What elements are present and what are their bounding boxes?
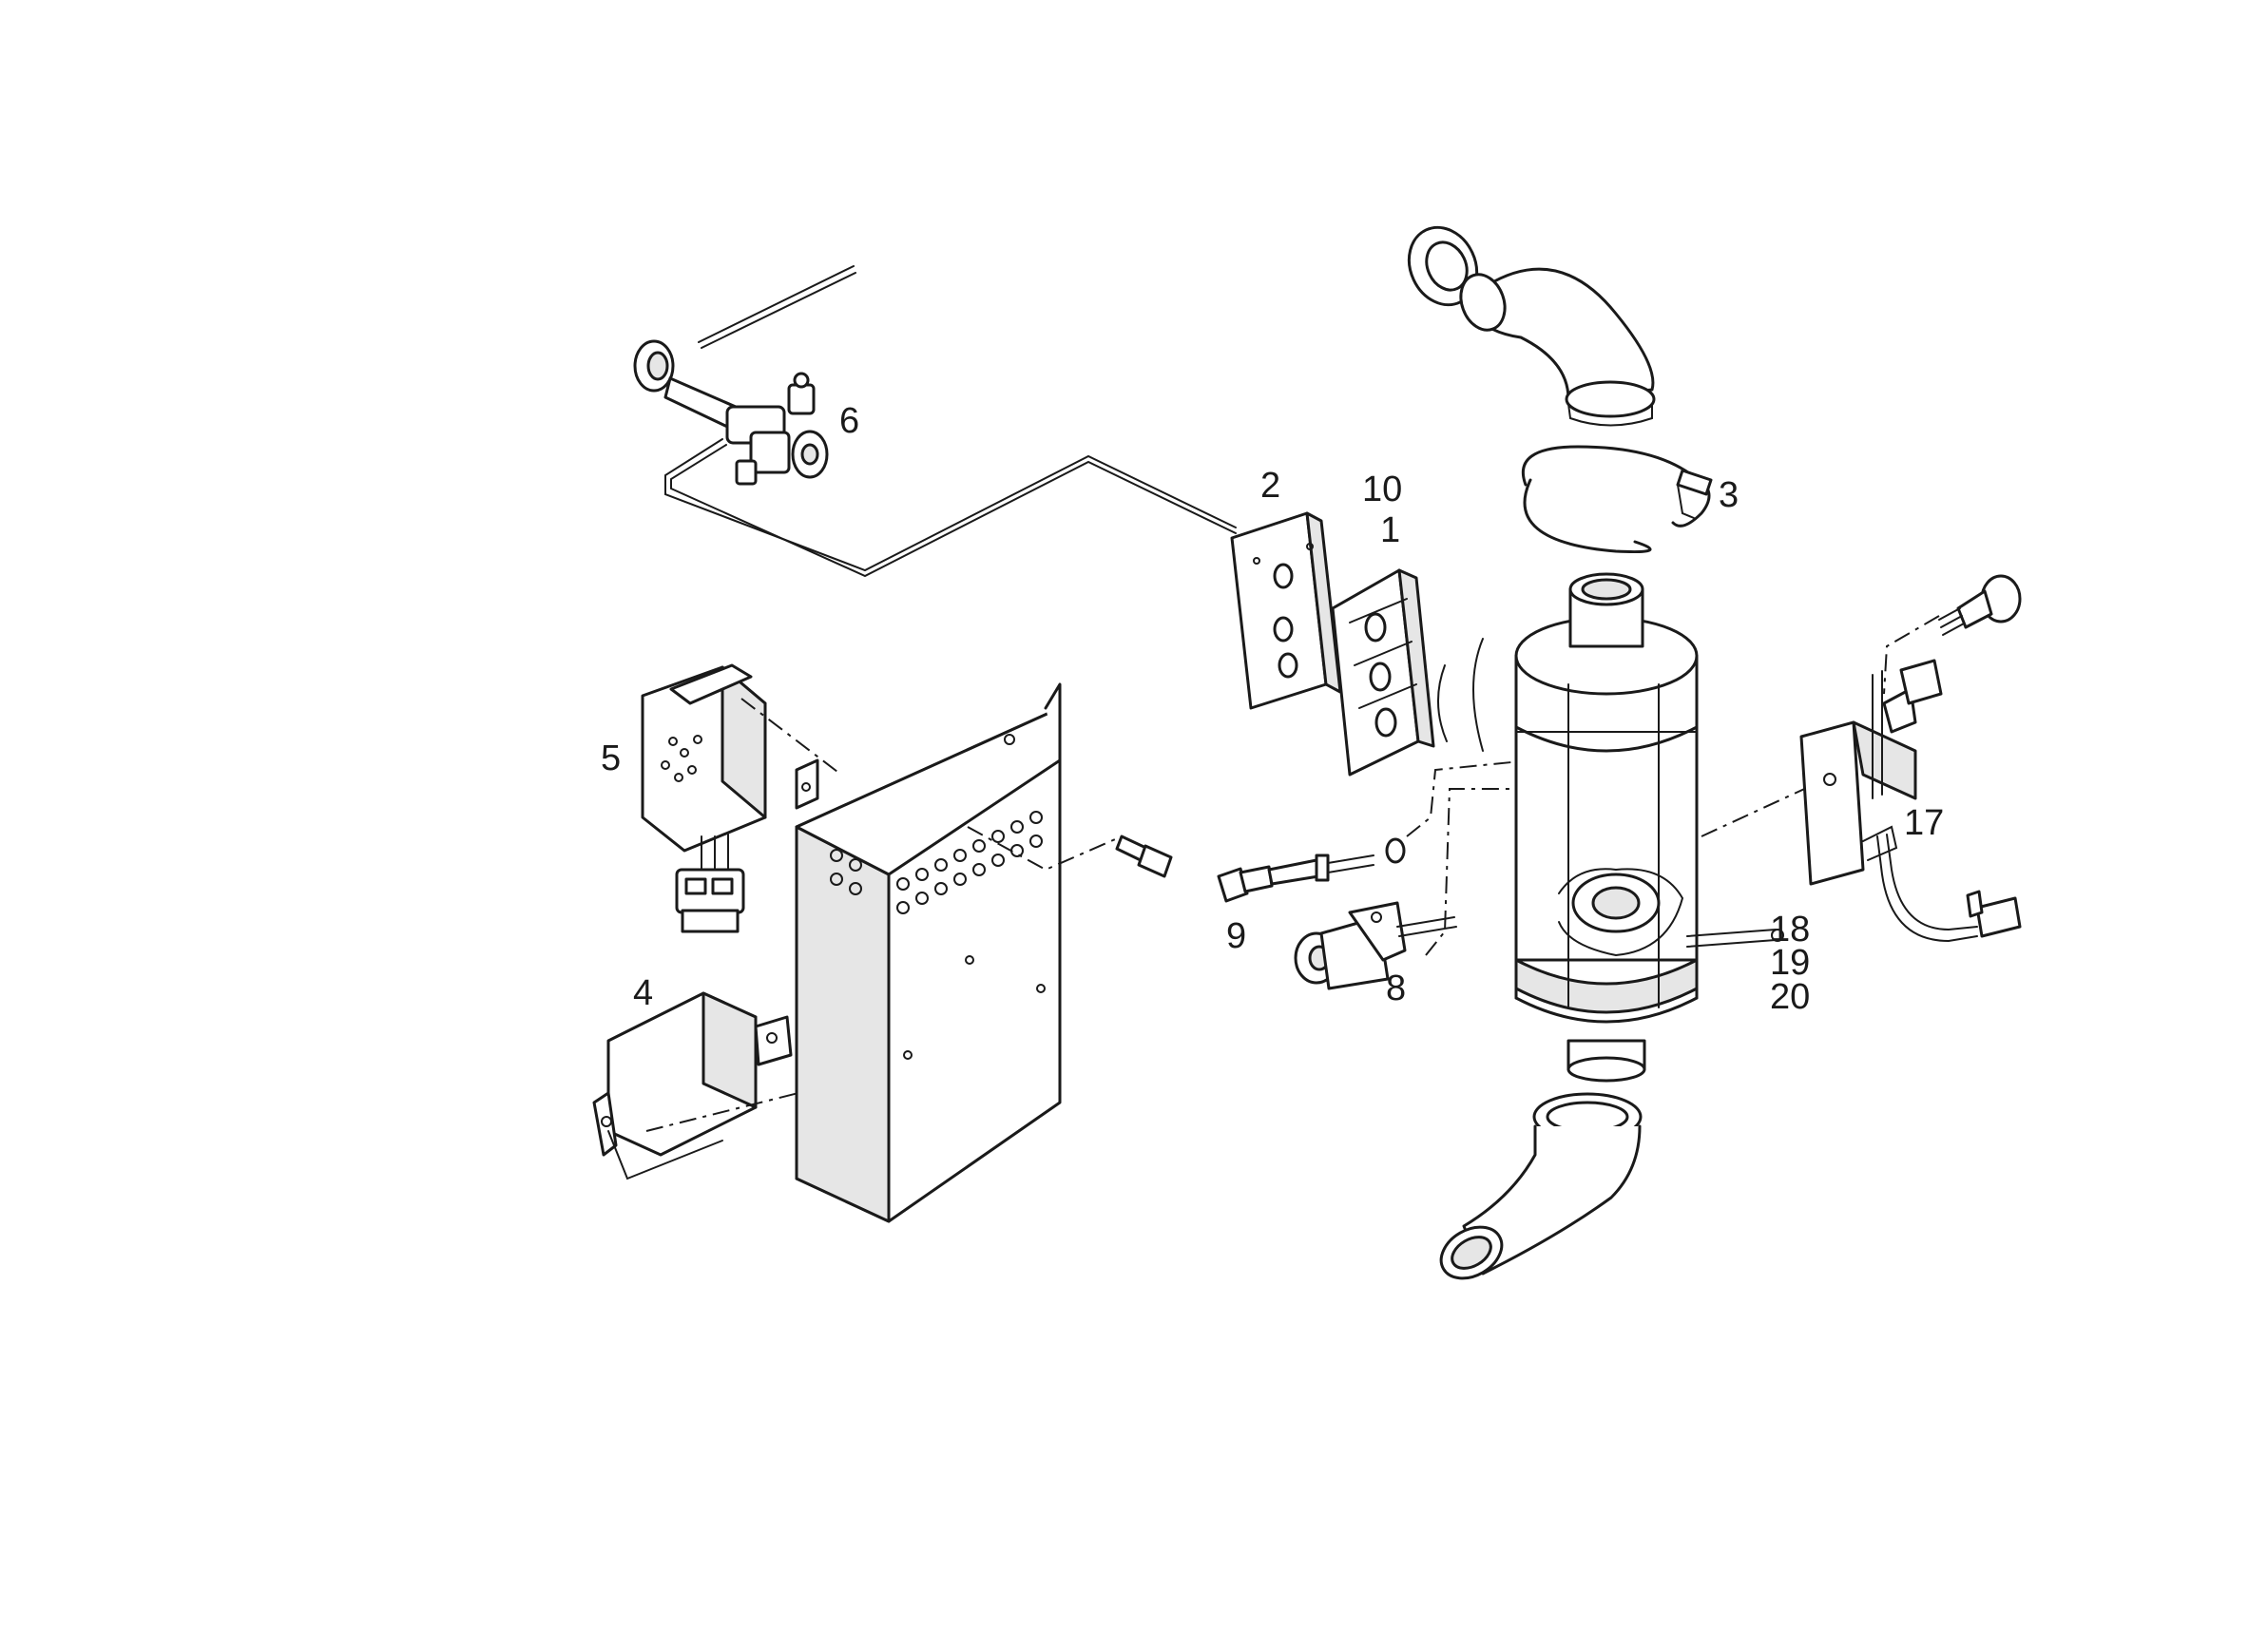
part-6-valve-assembly xyxy=(633,265,1237,578)
callout-2: 2 xyxy=(1260,466,1280,506)
housing-box xyxy=(795,682,1062,1223)
part-18-heating-element xyxy=(1686,929,1784,948)
bolt xyxy=(1115,835,1173,878)
callout-1: 1 xyxy=(1380,510,1400,550)
callout-19: 19 xyxy=(1770,943,1810,983)
part-2-plate xyxy=(1230,511,1342,710)
part-3-clamp xyxy=(1521,445,1713,554)
callout-18: 18 xyxy=(1770,910,1810,950)
part-5-relay xyxy=(641,663,767,933)
lower-elbow-pipe xyxy=(1439,1092,1643,1280)
part-1-bracket xyxy=(1331,568,1484,777)
callout-8: 8 xyxy=(1386,969,1406,1008)
part-4-bracket xyxy=(592,991,793,1180)
callout-6: 6 xyxy=(839,401,859,441)
part-9-sensor xyxy=(1217,837,1406,903)
callout-20: 20 xyxy=(1770,977,1810,1017)
screw-17 xyxy=(1938,574,2022,636)
callout-17: 17 xyxy=(1904,803,1944,843)
heater-top-neck xyxy=(1568,572,1644,648)
callout-3: 3 xyxy=(1719,475,1739,515)
upper-grommet xyxy=(1407,225,1479,307)
heater-body-cylinder xyxy=(1514,616,1699,1024)
upper-elbow-pipe xyxy=(1459,267,1656,427)
heater-bottom-neck xyxy=(1566,1039,1646,1083)
housing-vent-holes xyxy=(830,811,1043,914)
callout-10: 10 xyxy=(1362,470,1402,509)
callout-9: 9 xyxy=(1226,916,1246,956)
part-8-temp-sensor xyxy=(1294,901,1457,990)
callout-4: 4 xyxy=(633,973,653,1013)
part-17-thermostat xyxy=(1799,659,2022,943)
callout-5: 5 xyxy=(601,739,621,778)
